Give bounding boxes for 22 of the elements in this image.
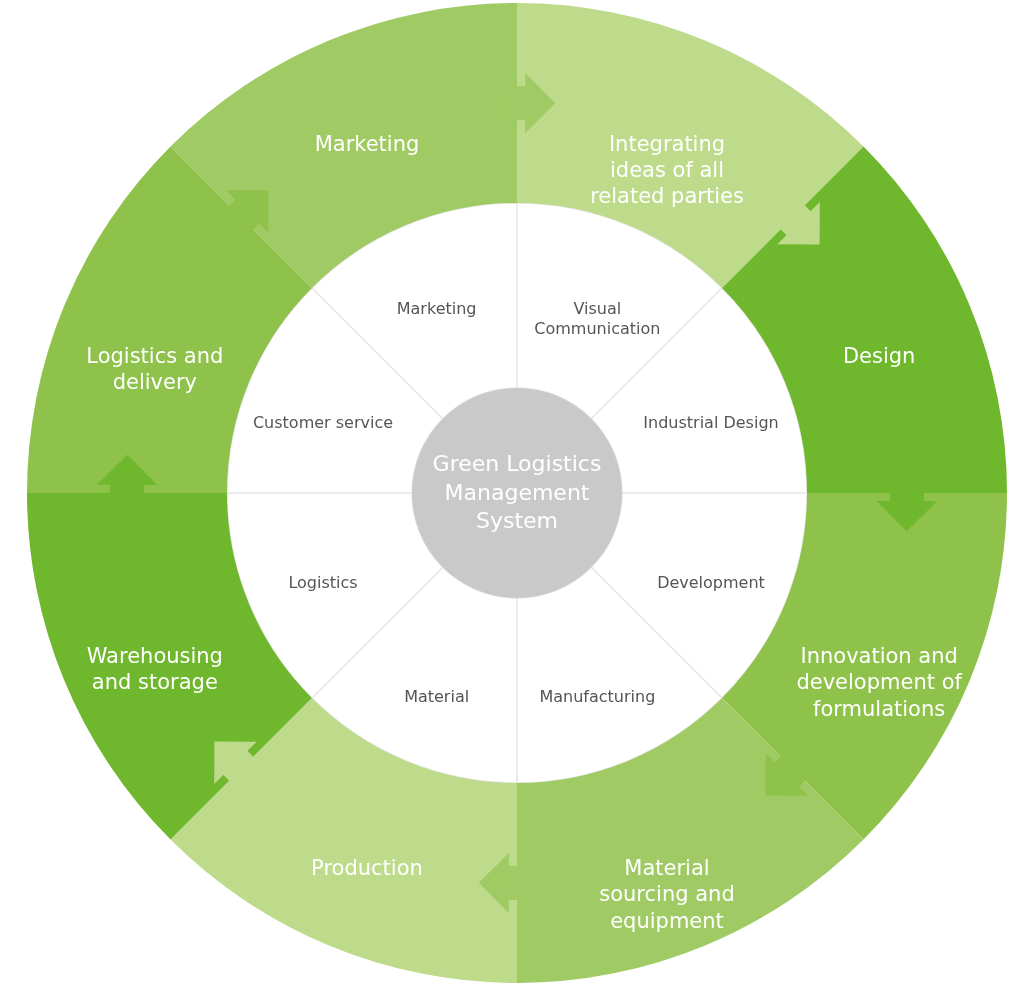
arrow <box>224 190 269 235</box>
segment-label: Development <box>656 573 766 594</box>
arrow <box>765 751 810 796</box>
segment-label: Material <box>403 687 471 707</box>
segment-label: Integrating ideas of all related parties <box>589 130 745 210</box>
segment-label: Manufacturing <box>538 687 657 707</box>
arrow <box>775 200 820 245</box>
segment-label: Logistics and delivery <box>85 343 225 396</box>
segment-label: Production <box>310 855 424 882</box>
ring-segment <box>170 3 517 288</box>
segment-label: Material sourcing and equipment <box>598 855 736 934</box>
arrow <box>214 741 259 786</box>
segment-label: Innovation and development of formulations <box>795 643 964 722</box>
segment-label: Design <box>841 343 917 370</box>
segment-label: Visual Communication <box>533 299 662 339</box>
segment-label: Logistics <box>287 573 359 594</box>
ring-segment <box>517 3 864 288</box>
segment-label: Customer service <box>251 412 395 433</box>
segment-label: Marketing <box>313 130 421 158</box>
segment-label: Warehousing and storage <box>85 643 224 696</box>
segment-label: Industrial Design <box>642 412 780 433</box>
segment-label: Marketing <box>395 299 478 319</box>
